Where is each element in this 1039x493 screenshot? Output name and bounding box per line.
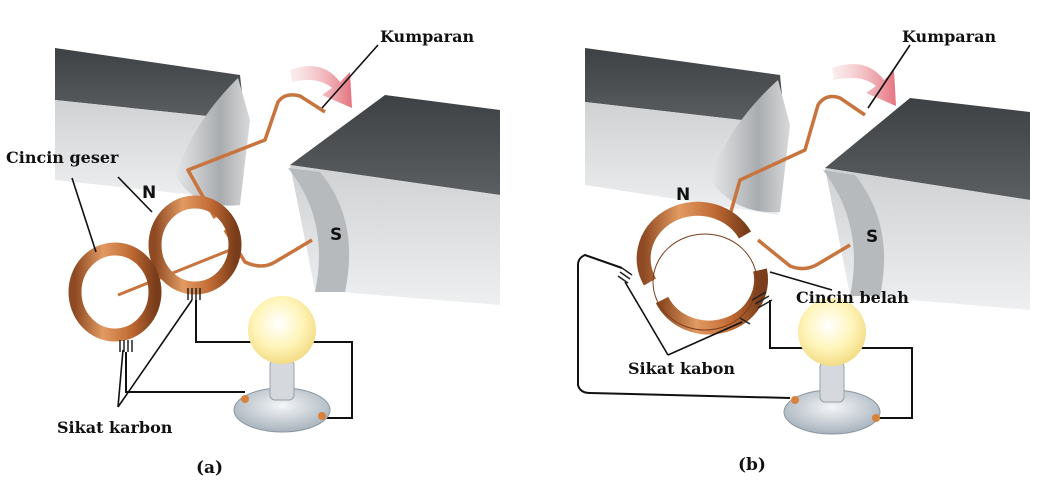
carbon-brushes-b: [617, 267, 773, 325]
magnet-south-b: [823, 98, 1030, 310]
magnet-north-b: [585, 48, 790, 215]
carbon-brush-label-a: Sikat karbon: [57, 418, 173, 437]
rotation-arrow-a: [290, 66, 352, 108]
slip-rings-a: [68, 195, 242, 342]
coil-a: [186, 93, 326, 268]
north-pole-label-a: N: [142, 183, 156, 203]
panel-a: Kumparan Cincin geser Sikat karbon N S (…: [6, 27, 500, 478]
magnet-north-a: [55, 48, 250, 206]
light-bulb-a: [233, 296, 331, 433]
carbon-brushes-a: [119, 288, 201, 352]
coil-label-b: Kumparan: [902, 27, 996, 46]
caption-a: (a): [196, 458, 223, 478]
slip-ring-label: Cincin geser: [6, 148, 119, 167]
north-pole-label-b: N: [676, 185, 690, 205]
split-ring-b: [636, 201, 769, 335]
coil-label-a: Kumparan: [380, 27, 474, 46]
south-pole-label-b: S: [866, 227, 878, 247]
panel-b: Kumparan Cincin belah Sikat kabon N S (b…: [577, 27, 1030, 475]
leader-lines-a: [71, 44, 379, 408]
wires-a: [125, 300, 353, 419]
south-pole-label-a: S: [330, 225, 342, 245]
split-ring-label: Cincin belah: [796, 288, 909, 307]
carbon-brush-label-b: Sikat kabon: [628, 359, 735, 378]
leader-lines-b: [624, 44, 911, 356]
magnet-south-a: [288, 95, 500, 305]
coil-b: [726, 94, 866, 271]
rotation-arrow-b: [832, 64, 896, 106]
light-bulb-b: [783, 298, 881, 435]
caption-b: (b): [738, 455, 766, 475]
wires-b: [577, 253, 913, 419]
